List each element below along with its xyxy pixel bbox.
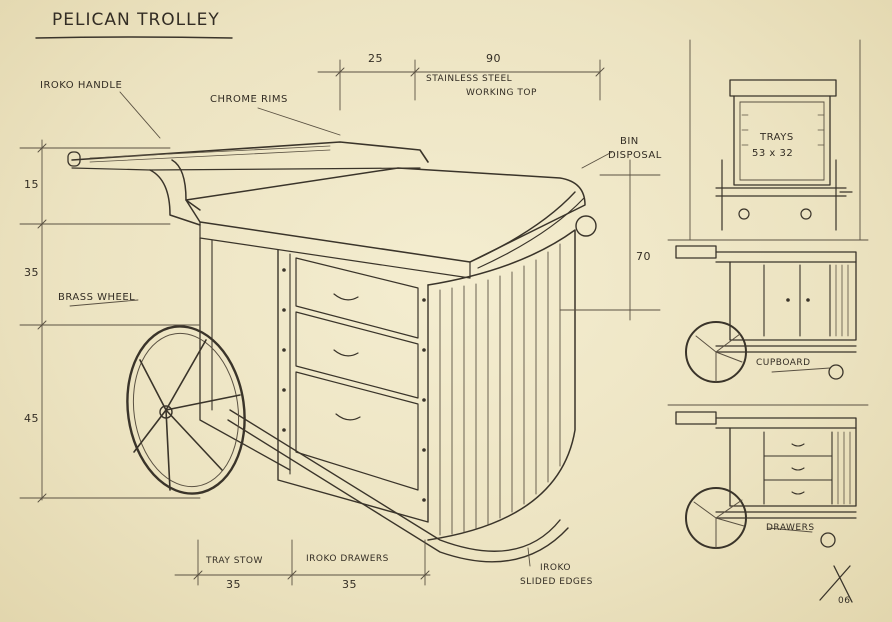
dim-top-25: 25: [368, 52, 383, 65]
main-dimensions: [19, 59, 661, 586]
dim-top-90: 90: [486, 52, 501, 65]
trays-label-1: TRAYS: [760, 132, 794, 143]
side-elevation-cupboard: [667, 239, 869, 383]
dim-bottom-35a: 35: [226, 578, 241, 591]
stainless-top-label-2: WORKING TOP: [466, 88, 537, 98]
dim-left-35: 35: [24, 266, 39, 279]
cupboard-label: CUPBOARD: [756, 358, 811, 368]
iroko-drawers-label: IROKO DRAWERS: [306, 554, 389, 564]
signature-mark: [819, 565, 853, 603]
dim-right-70: 70: [636, 250, 651, 263]
side-elevation-drawers: [667, 404, 869, 549]
drawing-title: PELICAN TROLLEY: [52, 10, 220, 30]
main-trolley: [67, 141, 597, 563]
stainless-top-label-1: STAINLESS STEEL: [426, 74, 513, 84]
bin-label-1: BIN: [620, 136, 639, 147]
dim-bottom-35b: 35: [342, 578, 357, 591]
tray-stow-label: TRAY STOW: [206, 556, 263, 566]
iroko-handle-label: IROKO HANDLE: [40, 80, 123, 91]
leader-lines: [69, 91, 831, 567]
bin-label-2: DISPOSAL: [608, 150, 662, 161]
dim-left-15: 15: [24, 178, 39, 191]
title-underline: [35, 36, 233, 39]
iroko-sides-label-1: IROKO: [540, 563, 571, 573]
trays-label-2: 53 x 32: [752, 148, 794, 159]
drawers-label: DRAWERS: [766, 523, 815, 533]
end-elevation: [689, 39, 861, 241]
chrome-rims-label: CHROME RIMS: [210, 94, 288, 105]
dim-left-45: 45: [24, 412, 39, 425]
brass-wheel-label: BRASS WHEEL: [58, 292, 136, 303]
iroko-sides-label-2: SLIDED EDGES: [520, 577, 593, 587]
signature-text: 06: [838, 596, 851, 606]
